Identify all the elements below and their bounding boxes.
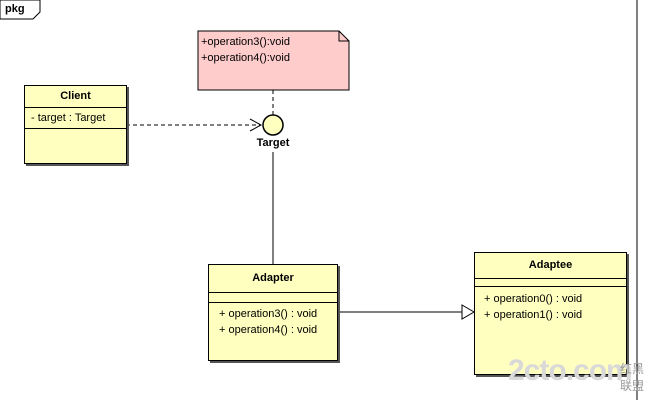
interface-lollipop: [262, 114, 284, 136]
note-fold: [338, 31, 349, 42]
adaptee-operation: + operation1() : void: [484, 309, 583, 321]
note-line: +operation3():void: [201, 36, 290, 48]
interface-name: Target: [256, 137, 290, 149]
watermark: 2cto.com 红黑联盟: [508, 352, 646, 396]
note-line: +operation4():void: [201, 52, 290, 64]
adaptee-arrowhead: [461, 304, 475, 320]
adaptee-attributes: [475, 279, 626, 287]
watermark-chinese: 红黑联盟: [620, 362, 645, 393]
adaptee-class[interactable]: Adaptee + operation0() : void + operatio…: [474, 252, 627, 375]
note: +operation3():void +operation4():void: [198, 31, 349, 90]
adaptee-operation: + operation0() : void: [484, 293, 583, 305]
adaptee-operations: + operation0() : void + operation1() : v…: [475, 287, 626, 325]
note-shape: [197, 30, 350, 91]
package-tab: pkg: [0, 0, 40, 19]
client-class-name: Client: [25, 86, 126, 108]
watermark-logo: 2cto.com: [508, 354, 633, 387]
client-operations: [25, 129, 126, 133]
client-attributes: - target : Target: [25, 108, 126, 129]
client-class[interactable]: Client - target : Target: [24, 85, 127, 164]
dependency-arrowhead: [249, 118, 263, 132]
client-attribute: - target : Target: [31, 112, 106, 124]
adapter-class-name: Adapter: [209, 265, 337, 293]
adapter-operation: + operation3() : void: [219, 308, 318, 320]
package-label: pkg: [5, 3, 25, 15]
adaptee-class-name: Adaptee: [475, 253, 626, 279]
adapter-operation: + operation4() : void: [219, 324, 318, 336]
adapter-attributes: [209, 293, 337, 303]
adapter-operations: + operation3() : void + operation4() : v…: [209, 303, 337, 340]
package-tab-frame: [0, 0, 41, 20]
adapter-class[interactable]: Adapter + operation3() : void + operatio…: [208, 264, 338, 361]
